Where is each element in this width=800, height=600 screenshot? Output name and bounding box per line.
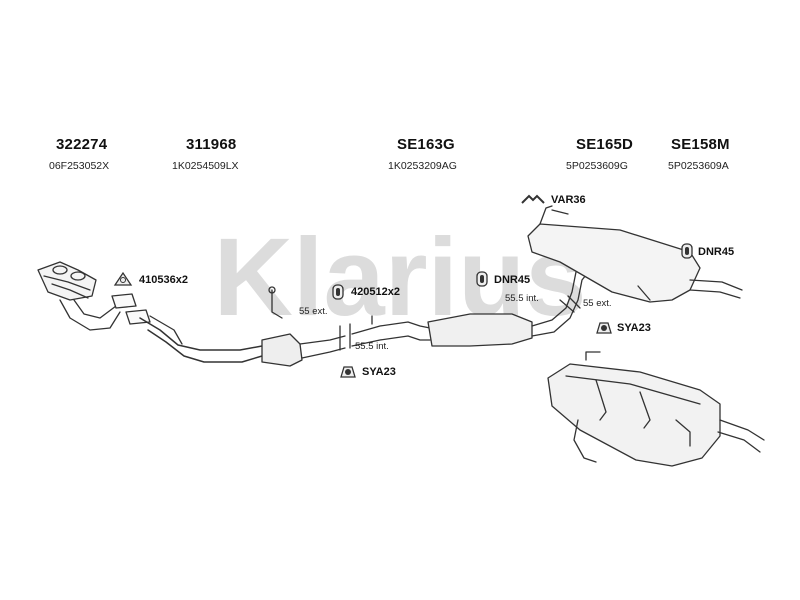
oem-1K0254509LX: 1K0254509LX: [172, 160, 239, 172]
rubber-mount-icon: [476, 271, 488, 287]
rubber-mount-icon-right: [681, 243, 693, 259]
lambda-sensor: [268, 286, 283, 319]
label-SYA23-center: SYA23: [362, 366, 396, 378]
oem-1K0253209AG: 1K0253209AG: [388, 160, 457, 172]
note-55-5-int-left: 55.5 int.: [355, 341, 389, 352]
bracket-icon-right: [596, 322, 612, 334]
label-SYA23-right: SYA23: [617, 322, 651, 334]
label-410536x2: 410536x2: [139, 274, 188, 286]
front-pipe-311968: [139, 315, 346, 367]
part-number-322274: 322274: [56, 136, 108, 153]
part-number-SE158M: SE158M: [671, 136, 730, 153]
centre-silencer-SE163G: [351, 257, 593, 347]
note-55-5-int-right: 55.5 int.: [505, 293, 539, 304]
gasket-icon: [113, 271, 133, 286]
part-number-SE165D: SE165D: [576, 136, 634, 153]
label-420512x2: 420512x2: [351, 286, 400, 298]
label-VAR36: VAR36: [551, 194, 586, 206]
part-number-311968: 311968: [186, 136, 237, 153]
gasket-group: [111, 293, 151, 325]
oem-5P0253609A: 5P0253609A: [668, 160, 729, 172]
part-number-SE163G: SE163G: [397, 136, 455, 153]
rear-silencer-SE165D: [527, 205, 743, 303]
clamp-icon: [332, 284, 344, 300]
oem-06F253052X: 06F253052X: [49, 160, 110, 172]
pipe-clamp: [339, 323, 351, 351]
label-DNR45-right: DNR45: [698, 246, 735, 258]
oem-5P0253609G: 5P0253609G: [566, 160, 628, 172]
note-55-ext-left: 55 ext.: [299, 306, 328, 317]
exhaust-manifold: [37, 261, 121, 331]
label-DNR45-center: DNR45: [494, 274, 531, 286]
hanger-icon: [521, 194, 545, 204]
note-55-ext-right: 55 ext.: [583, 298, 612, 309]
bracket-icon: [340, 366, 356, 378]
rear-silencer-SE158M: [547, 351, 765, 467]
